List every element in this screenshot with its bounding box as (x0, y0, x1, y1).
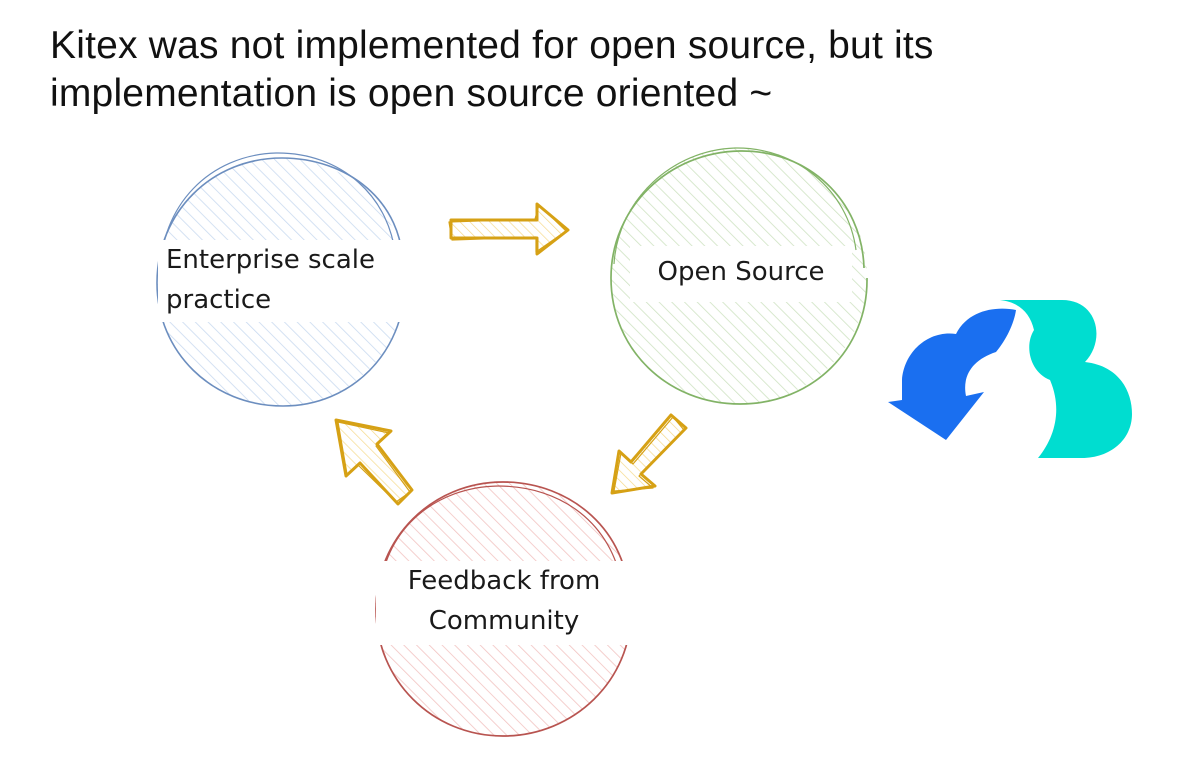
open-source-label: Open Source (630, 246, 852, 302)
title-line-1: Kitex was not implemented for open sourc… (50, 24, 934, 67)
arrow-enterprise-to-open-source (448, 202, 570, 256)
feedback-label-line-1: Feedback from (407, 566, 601, 596)
arrow-open-source-to-feedback (610, 413, 688, 495)
enterprise-label: Enterprise scale practice (158, 240, 408, 322)
enterprise-label-line-1: Enterprise scale (166, 245, 376, 275)
title-line-2: implementation is open source oriented ~ (50, 72, 773, 115)
arrow-feedback-to-enterprise (334, 418, 414, 506)
feedback-label: Feedback from Community (376, 561, 632, 645)
feedback-label-line-2: Community (428, 606, 580, 636)
open-source-label-line-1: Open Source (657, 257, 825, 287)
enterprise-label-line-2: practice (166, 285, 272, 315)
cloud-logo-icon (888, 300, 1132, 458)
slide-title: Kitex was not implemented for open sourc… (50, 22, 1170, 118)
